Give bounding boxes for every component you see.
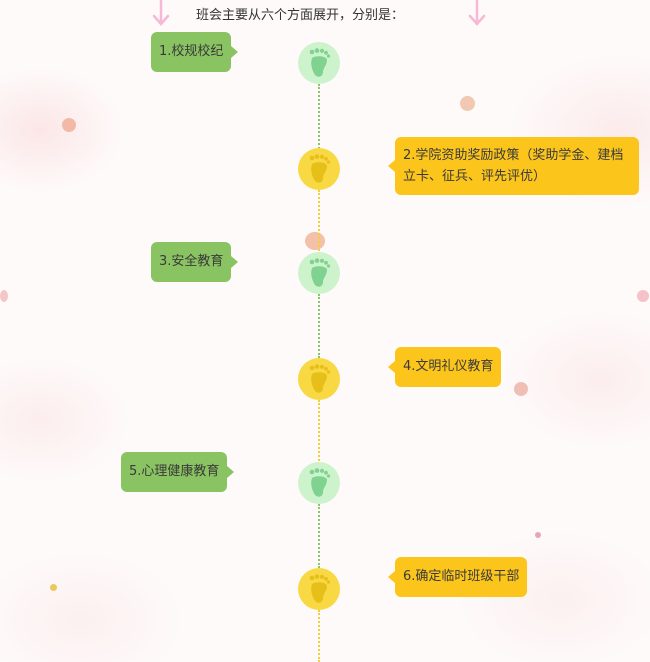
petal-decoration (50, 584, 57, 591)
footprint-icon (309, 48, 331, 77)
timeline-node (298, 568, 340, 610)
petal-decoration (460, 96, 475, 111)
pink-arrow-icon (152, 0, 170, 26)
timeline-connector (318, 610, 320, 662)
timeline-connector (318, 190, 320, 254)
petal-decoration (535, 532, 541, 538)
timeline-item-4: 4.文明礼仪教育 (387, 347, 502, 387)
timeline-node (298, 148, 340, 190)
timeline-item-6: 6.确定临时班级干部 (387, 557, 528, 597)
timeline-item-2: 2.学院资助奖励政策（奖助学金、建档立卡、征兵、评先评优） (388, 137, 639, 195)
timeline-node (298, 358, 340, 400)
timeline-connector (318, 294, 320, 358)
intro-text: 班会主要从六个方面展开，分别是： (196, 8, 405, 23)
footprint-icon (309, 364, 331, 393)
timeline-node (298, 42, 340, 84)
petal-decoration (637, 290, 649, 302)
timeline-item-3: 3.安全教育 (151, 242, 239, 282)
timeline-node (298, 252, 340, 294)
pink-arrow-icon (468, 0, 486, 26)
timeline-connector (318, 84, 320, 152)
petal-decoration (0, 290, 8, 302)
petal-decoration (62, 118, 76, 132)
timeline-connector (318, 504, 320, 568)
timeline-connector (318, 400, 320, 464)
footprint-icon (309, 258, 331, 287)
timeline-item-1: 1.校规校纪 (151, 32, 239, 72)
footprint-icon (309, 154, 331, 183)
timeline-node (298, 462, 340, 504)
timeline-item-5: 5.心理健康教育 (121, 452, 235, 492)
petal-decoration (305, 232, 325, 250)
petal-decoration (514, 382, 528, 396)
footprint-icon (309, 574, 331, 603)
footprint-icon (309, 468, 331, 497)
